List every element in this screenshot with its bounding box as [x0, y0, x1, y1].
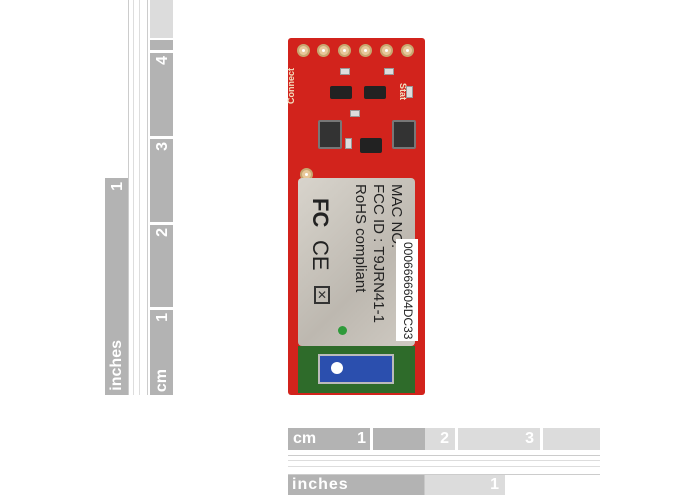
ruler-mark: 1 — [109, 182, 126, 191]
ruler-unit-label: inches — [108, 340, 125, 391]
ce-logo: CE — [308, 240, 333, 271]
green-dot — [338, 326, 347, 335]
ruler-unit-label: cm — [153, 368, 170, 392]
silkscreen-stat: Stat — [398, 83, 408, 101]
vertical-cm-ruler: 4 3 2 1 cm — [150, 0, 173, 395]
module-text-fcc: FCC ID : T9JRN41-1 — [370, 184, 387, 323]
chip-antenna — [298, 346, 415, 393]
ruler-mark: 1 — [490, 476, 499, 493]
ruler-mark: 1 — [154, 313, 171, 322]
mac-address-label: 0006666604DC33 — [396, 239, 418, 341]
weee-bin-icon: ✕ — [314, 286, 330, 304]
horizontal-inch-ticks — [288, 455, 600, 475]
fcc-logo: FC — [308, 198, 333, 228]
ruler-mark: 2 — [440, 430, 449, 447]
horizontal-inch-ruler: inches 1 — [288, 475, 505, 495]
ruler-unit-label: inches — [292, 476, 349, 493]
silkscreen-connect: Connect — [286, 68, 296, 104]
ruler-mark: 4 — [154, 56, 171, 65]
ruler-mark: 3 — [525, 430, 534, 447]
ruler-unit-label: cm — [293, 430, 317, 447]
module-text-rohs: RoHS compliant — [352, 184, 369, 293]
horizontal-cm-ruler: cm 1 2 3 — [288, 428, 600, 450]
bluetooth-module-board: Connect Stat MAC NO. FCC ID : T9JRN41-1 … — [286, 38, 425, 395]
vertical-inch-ruler: inches 1 — [105, 178, 128, 395]
module-text-mac: MAC NO. — [388, 184, 405, 249]
ruler-mark: 2 — [154, 228, 171, 237]
ruler-mark: 1 — [357, 430, 366, 447]
vertical-inch-ticks — [128, 0, 148, 395]
rf-module-shield: MAC NO. FCC ID : T9JRN41-1 RoHS complian… — [298, 178, 418, 346]
ruler-mark: 3 — [154, 142, 171, 151]
